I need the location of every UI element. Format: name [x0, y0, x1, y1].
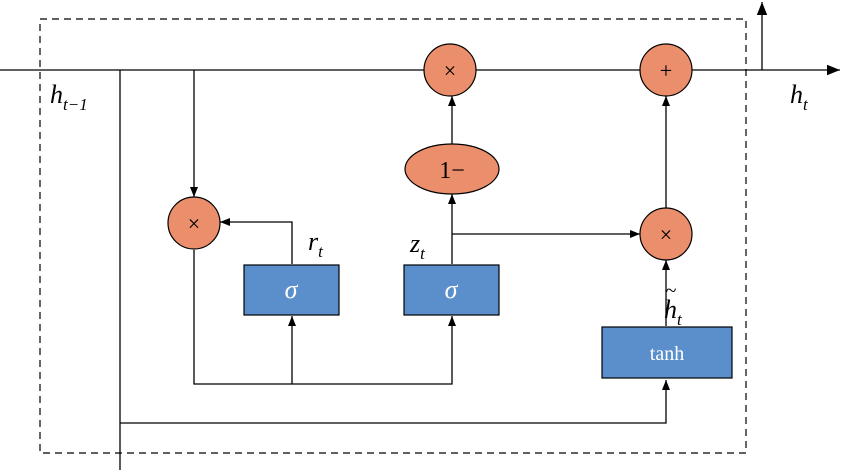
cell-boundary	[39, 18, 747, 454]
label-h-out: ht	[790, 80, 809, 114]
top-add-symbol: +	[660, 58, 672, 83]
reset-multiply-op: ×	[167, 196, 221, 250]
label-h-prev: ht−1	[50, 80, 88, 114]
update-gate: σ	[403, 264, 500, 316]
reset-gate: σ	[243, 264, 340, 316]
top-multiply-op: ×	[423, 43, 477, 97]
label-h-tilde-accent: ~	[666, 280, 677, 302]
update-multiply-op: ×	[639, 207, 693, 261]
candidate-gate: tanh	[601, 326, 733, 379]
one-minus-op: 1−	[404, 143, 500, 195]
update-multiply-symbol: ×	[660, 222, 672, 247]
reset-multiply-symbol: ×	[188, 211, 200, 236]
top-multiply-symbol: ×	[444, 58, 456, 83]
one-minus-symbol: 1−	[439, 158, 465, 184]
top-add-op: +	[639, 43, 693, 97]
update-gate-symbol: σ	[445, 275, 459, 304]
candidate-gate-label: tanh	[650, 343, 684, 365]
label-z: zt	[409, 229, 426, 263]
reset-mult-to-bus	[193, 250, 456, 385]
label-h-tilde-text: ht	[664, 295, 683, 329]
input-to-tanh-line	[120, 380, 670, 424]
label-h-tilde: ~ ht	[664, 280, 683, 329]
reset-gate-to-mult	[220, 218, 293, 264]
label-r: rt	[308, 227, 324, 261]
reset-gate-symbol: σ	[285, 275, 299, 304]
